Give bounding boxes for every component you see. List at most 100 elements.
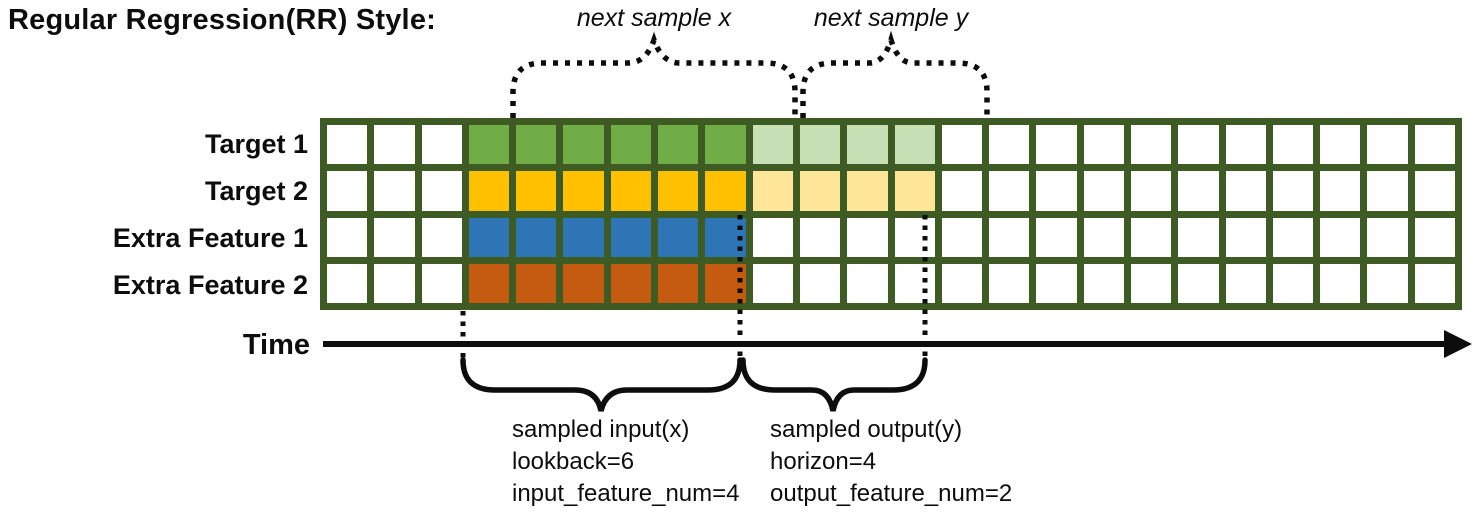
grid-cell	[374, 171, 415, 211]
grid-cell	[705, 125, 746, 165]
grid-cell	[799, 263, 841, 303]
grid-cell	[468, 125, 510, 165]
input-feature-num-value: input_feature_num=4	[512, 480, 740, 507]
grid-cell	[610, 171, 652, 211]
grid-cell	[941, 125, 983, 165]
grid-cell	[705, 217, 746, 257]
row-label-extra-feature-2: Extra Feature 2	[112, 270, 308, 300]
grid-cell	[894, 171, 935, 211]
grid-cell	[327, 125, 368, 165]
grid-cell	[421, 125, 462, 165]
sampled-input-title: sampled input(x)	[512, 416, 690, 443]
grid-cell	[941, 217, 983, 257]
time-axis-arrowhead	[1444, 330, 1472, 358]
grid-cell	[563, 217, 604, 257]
grid-cell	[799, 125, 841, 165]
grid-cell	[894, 217, 935, 257]
grid-cell	[421, 263, 462, 303]
grid-cell	[658, 171, 699, 211]
grid-cell	[468, 263, 510, 303]
grid-cell	[752, 217, 793, 257]
grid-cell	[327, 171, 368, 211]
grid-cell	[1225, 217, 1266, 257]
time-axis-label: Time	[242, 329, 310, 361]
grid-cell	[1320, 125, 1361, 165]
sampled-output-note: sampled output(y) horizon=4 output_featu…	[770, 414, 1012, 510]
grid-cell	[1083, 171, 1124, 211]
grid-cell	[563, 263, 604, 303]
grid-cell	[468, 217, 510, 257]
grid-cell	[1414, 125, 1455, 165]
grid-cell	[989, 263, 1030, 303]
grid-cell	[1036, 217, 1077, 257]
grid-cell	[327, 263, 368, 303]
grid-cell	[516, 125, 557, 165]
time-series-grid	[320, 118, 1462, 310]
grid-cell	[421, 171, 462, 211]
grid-cell	[989, 171, 1030, 211]
grid-cell	[894, 263, 935, 303]
grid-cell	[1178, 263, 1219, 303]
grid-cell	[894, 125, 935, 165]
grid-cell	[516, 263, 557, 303]
diagram-title: Regular Regression(RR) Style:	[8, 4, 436, 36]
sampled-input-note: sampled input(x) lookback=6 input_featur…	[512, 414, 740, 510]
grid-cell	[847, 125, 888, 165]
grid-cell	[1036, 171, 1077, 211]
sampled-output-brace	[740, 357, 928, 412]
grid-cell	[847, 263, 888, 303]
grid-cell	[1083, 263, 1124, 303]
grid-cell	[752, 125, 793, 165]
grid-cell	[1320, 217, 1361, 257]
grid-cell	[1178, 171, 1219, 211]
grid-cell	[658, 263, 699, 303]
grid-cell	[610, 217, 652, 257]
next-sample-x-label: next sample x	[576, 4, 732, 32]
grid-cell	[705, 171, 746, 211]
grid-cell	[563, 125, 604, 165]
grid-cell	[1272, 125, 1314, 165]
grid-cell	[327, 217, 368, 257]
grid-cell	[1178, 125, 1219, 165]
next-sample-y-brace	[800, 30, 990, 118]
grid-cell	[989, 217, 1030, 257]
grid-cell	[941, 171, 983, 211]
grid-cell	[752, 171, 793, 211]
grid-cell	[1130, 217, 1172, 257]
grid-cell	[1272, 263, 1314, 303]
grid-cell	[658, 125, 699, 165]
grid-cell	[799, 171, 841, 211]
grid-cell	[1225, 125, 1266, 165]
grid-cell	[658, 217, 699, 257]
grid-cell	[1272, 217, 1314, 257]
grid-cell	[1272, 171, 1314, 211]
grid-cell	[1367, 171, 1408, 211]
grid-cell	[1036, 125, 1077, 165]
grid-cell	[1367, 263, 1408, 303]
grid-cell	[1225, 263, 1266, 303]
grid-cell	[421, 217, 462, 257]
grid-cell	[705, 263, 746, 303]
grid-cell	[1414, 263, 1455, 303]
grid-cell	[1320, 263, 1361, 303]
lookback-value: lookback=6	[512, 448, 635, 475]
grid-cell	[799, 217, 841, 257]
next-sample-x-brace	[510, 31, 798, 118]
grid-cell	[610, 263, 652, 303]
grid-cell	[516, 171, 557, 211]
grid-cell	[1320, 171, 1361, 211]
grid-cell	[752, 263, 793, 303]
grid-cell	[1367, 125, 1408, 165]
grid-cell	[374, 263, 415, 303]
grid-cell	[516, 217, 557, 257]
grid-cell	[1083, 217, 1124, 257]
sampled-input-brace	[460, 357, 743, 412]
grid-cell	[1130, 171, 1172, 211]
grid-cell	[1414, 171, 1455, 211]
output-feature-num-value: output_feature_num=2	[770, 480, 1013, 507]
next-sample-y-label: next sample y	[813, 4, 969, 32]
grid-cell	[847, 171, 888, 211]
grid-cell	[1130, 263, 1172, 303]
grid-cell	[610, 125, 652, 165]
